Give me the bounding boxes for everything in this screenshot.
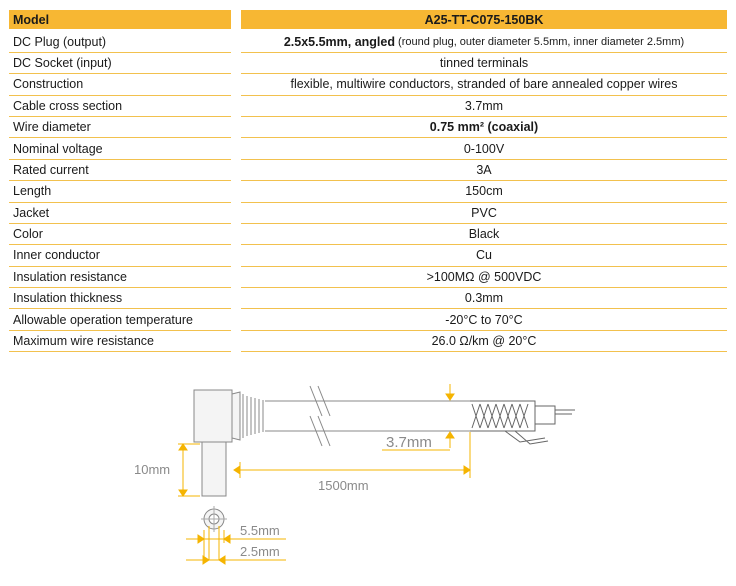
row-value: 0.3mm [241,288,727,310]
row-label: Nominal voltage [9,138,231,160]
row-label: DC Socket (input) [9,53,231,75]
length-dimension [233,432,471,478]
row-value: 150cm [241,181,727,203]
row-label: Maximum wire resistance [9,331,231,353]
row-value: 2.5x5.5mm, angled (round plug, outer dia… [241,31,727,53]
header-model: A25-TT-C075-150BK [241,10,727,32]
row-value: 26.0 Ω/km @ 20°C [241,331,727,353]
cable-body [265,385,470,447]
row-value: tinned terminals [241,53,727,75]
row-value: 0-100V [241,138,727,160]
row-value: Black [241,224,727,246]
plug-length-dimension [178,443,200,497]
row-value: flexible, multiwire conductors, stranded… [241,74,727,96]
row-label: Insulation resistance [9,267,231,289]
table-row: Nominal voltage 0-100V [9,138,727,160]
dim-inner-diameter: 2.5mm [240,544,280,559]
table-row: Inner conductor Cu [9,245,727,267]
row-label: Jacket [9,203,231,224]
table-row: Wire diameter 0.75 mm² (coaxial) [9,117,727,139]
diameter-dimensions [186,526,286,565]
spec-table: Model A25-TT-C075-150BK DC Plug (output)… [9,10,727,353]
dim-plug-length: 10mm [134,462,170,477]
plug-end-view [201,506,227,532]
row-label: Allowable operation temperature [9,309,231,331]
dim-cable-diameter: 3.7mm [386,434,432,451]
table-row: Construction flexible, multiwire conduct… [9,74,727,96]
table-row: Insulation thickness 0.3mm [9,288,727,310]
table-row: DC Socket (input) tinned terminals [9,53,727,75]
row-value: >100MΩ @ 500VDC [241,267,727,289]
table-row: Color Black [9,224,727,246]
table-row: Insulation resistance >100MΩ @ 500VDC [9,267,727,289]
row-label: Length [9,181,231,203]
angled-plug [193,389,264,497]
row-label: Inner conductor [9,245,231,267]
table-row: Jacket PVC [9,203,727,224]
table-row: Length 150cm [9,181,727,203]
table-row: Allowable operation temperature -20°C to… [9,309,727,331]
row-value: 0.75 mm² (coaxial) [241,117,727,139]
dim-outer-diameter: 5.5mm [240,523,280,538]
row-value: 3A [241,160,727,182]
cable-diameter-dimension [382,384,455,451]
row-value-detail: (round plug, outer diameter 5.5mm, inner… [394,35,685,48]
row-value: 3.7mm [241,96,727,117]
table-row: Cable cross section 3.7mm [9,96,727,117]
table-row: Maximum wire resistance 26.0 Ω/km @ 20°C [9,331,727,353]
row-label: Wire diameter [9,117,231,139]
row-value-bold: 2.5x5.5mm, angled [283,34,395,49]
row-label: Insulation thickness [9,288,231,310]
row-label: DC Plug (output) [9,31,231,53]
dim-length: 1500mm [318,478,369,493]
row-label: Construction [9,74,231,96]
row-value: -20°C to 70°C [241,309,727,331]
table-row: Rated current 3A [9,160,727,182]
table-row: DC Plug (output) 2.5x5.5mm, angled (roun… [9,31,727,53]
row-value: PVC [241,203,727,224]
table-header-row: Model A25-TT-C075-150BK [9,10,727,32]
row-label: Cable cross section [9,96,231,117]
row-label: Color [9,224,231,246]
row-label: Rated current [9,160,231,182]
row-value: Cu [241,245,727,267]
braided-shield [470,400,575,445]
header-label: Model [9,10,231,32]
